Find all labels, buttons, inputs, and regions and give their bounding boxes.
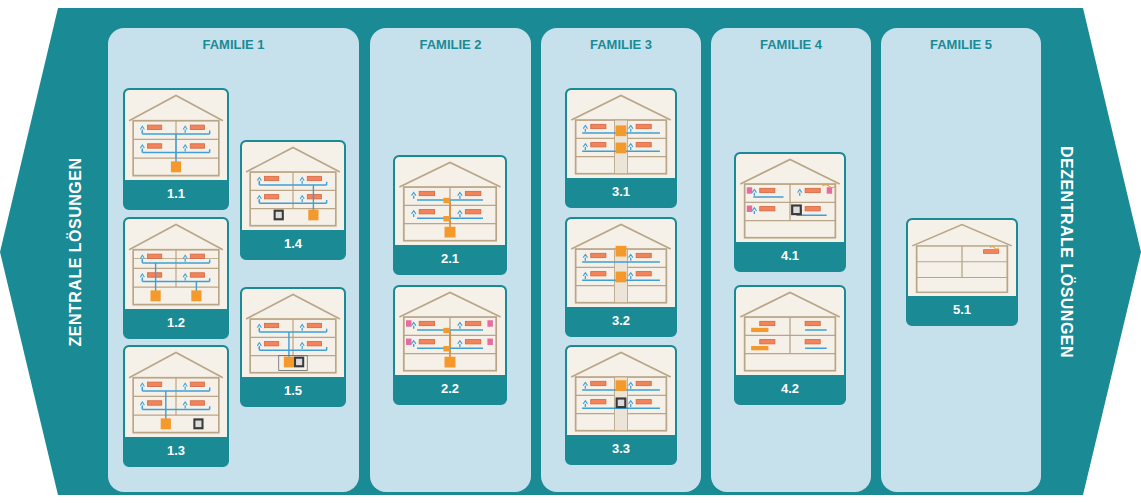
variant-card: 2.1 (393, 155, 507, 275)
family-panel: FAMILIE 2 2.1 2.2 (370, 28, 531, 492)
variant-number: 3.1 (567, 178, 675, 206)
variant-card: 1.1 (123, 88, 229, 210)
house-illustration (242, 142, 344, 230)
family-panel: FAMILIE 3 3.1 3.2 3.3 (541, 28, 701, 492)
variant-number: 1.3 (125, 437, 227, 465)
house-illustration (908, 220, 1016, 296)
family-heading: FAMILIE 1 (108, 28, 359, 52)
variant-card: 3.2 (565, 217, 677, 337)
house-illustration (567, 347, 675, 435)
variant-number: 4.1 (736, 242, 844, 270)
family-heading: FAMILIE 2 (370, 28, 531, 52)
family-panel: FAMILIE 5 5.1 (881, 28, 1041, 492)
family-panel: FAMILIE 1 1.1 1.2 1.3 1.4 1.5 (108, 28, 359, 492)
house-illustration (125, 90, 227, 180)
family-heading: FAMILIE 4 (711, 28, 871, 52)
family-panel: FAMILIE 4 4.1 4.2 (711, 28, 871, 492)
axis-label: ZENTRALE LÖSUNGEN (67, 158, 85, 347)
variant-card: 4.1 (734, 152, 846, 272)
variant-card: 3.1 (565, 88, 677, 208)
variant-number: 2.1 (395, 245, 505, 273)
house-illustration (567, 219, 675, 307)
variant-number: 1.5 (242, 377, 344, 405)
variant-card: 5.1 (906, 218, 1018, 326)
variant-number: 3.2 (567, 307, 675, 335)
family-heading: FAMILIE 5 (881, 28, 1041, 52)
family-heading: FAMILIE 3 (541, 28, 701, 52)
house-illustration (395, 157, 505, 245)
house-illustration (395, 287, 505, 375)
house-illustration (567, 90, 675, 178)
variant-number: 1.1 (125, 180, 227, 208)
variant-card: 1.4 (240, 140, 346, 260)
variant-card: 1.2 (123, 217, 229, 339)
axis-label: DEZENTRALE LÖSUNGEN (1057, 146, 1075, 358)
variant-card: 1.5 (240, 287, 346, 407)
variant-card: 2.2 (393, 285, 507, 405)
variant-number: 4.2 (736, 375, 844, 403)
house-illustration (125, 347, 227, 437)
variant-card: 3.3 (565, 345, 677, 465)
variant-number: 5.1 (908, 296, 1016, 324)
variant-number: 1.2 (125, 309, 227, 337)
variant-number: 1.4 (242, 230, 344, 258)
variant-number: 3.3 (567, 435, 675, 463)
house-illustration (736, 287, 844, 375)
variant-number: 2.2 (395, 375, 505, 403)
variant-card: 4.2 (734, 285, 846, 405)
variant-card: 1.3 (123, 345, 229, 467)
house-illustration (736, 154, 844, 242)
house-illustration (125, 219, 227, 309)
house-illustration (242, 289, 344, 377)
